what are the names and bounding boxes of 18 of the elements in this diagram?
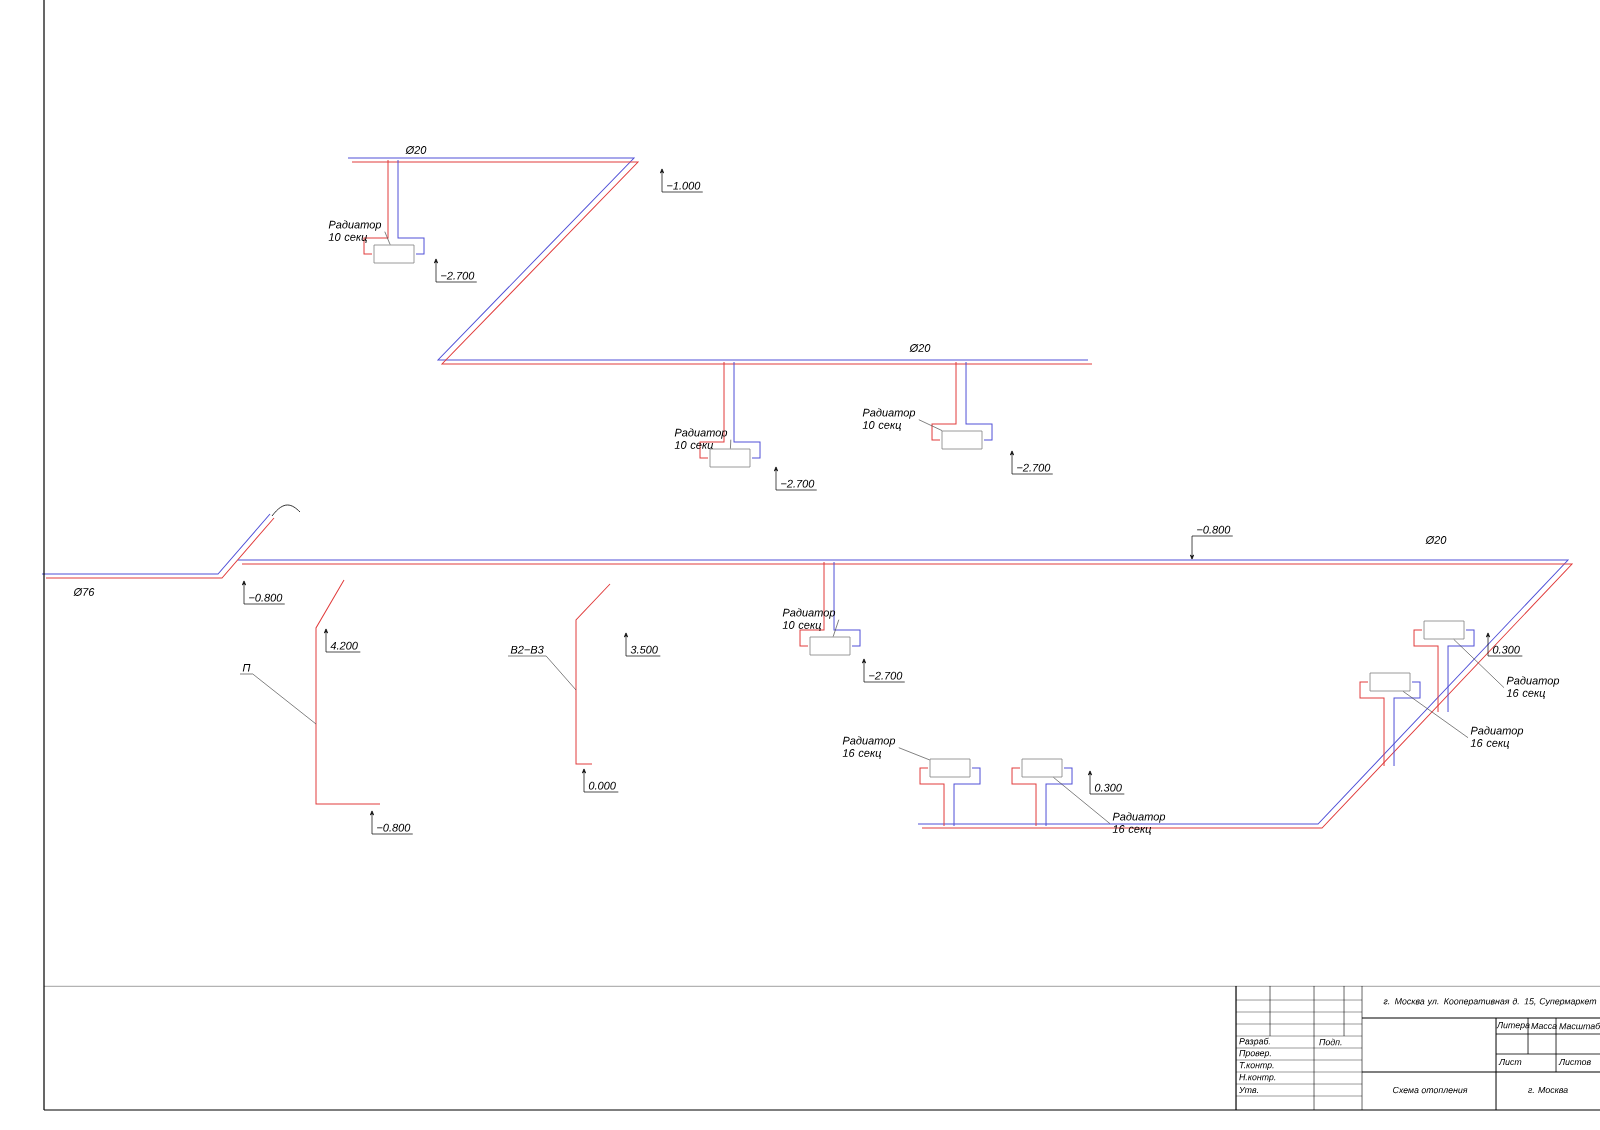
- leader-line: [1453, 639, 1505, 689]
- radiator-box: [1021, 758, 1063, 778]
- leader-line: [832, 619, 840, 637]
- leader-line: [918, 419, 943, 431]
- radiator-box: [929, 758, 971, 778]
- leader-line: [1053, 777, 1111, 825]
- radiator-box: [1369, 672, 1411, 692]
- leader-line: [384, 231, 391, 245]
- leader-line: [239, 673, 317, 725]
- radiator-box: [1423, 620, 1465, 640]
- leader-line: [730, 439, 732, 449]
- leader-line: [898, 747, 930, 761]
- radiator-box: [373, 244, 415, 264]
- leader-line: [507, 655, 577, 691]
- radiator-box: [709, 448, 751, 468]
- radiator-box: [941, 430, 983, 450]
- radiator-box: [809, 636, 851, 656]
- leader-line: [1402, 691, 1469, 739]
